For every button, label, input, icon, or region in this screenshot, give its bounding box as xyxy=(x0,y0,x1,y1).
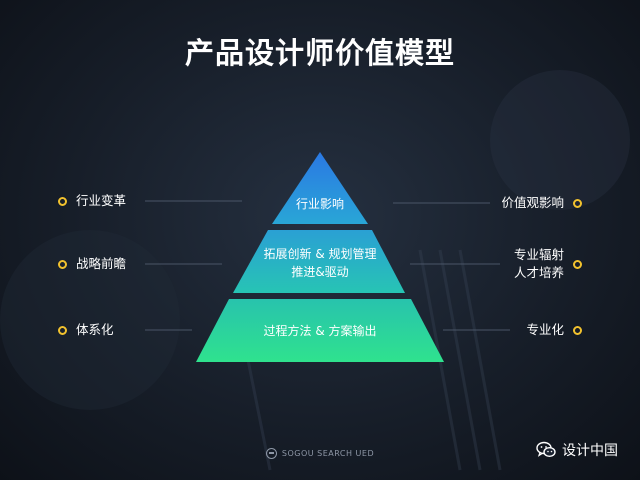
pyramid-tier-2 xyxy=(233,230,405,293)
left-label-text: 战略前瞻 xyxy=(76,256,127,271)
right-label-1: 价值观影响 xyxy=(501,194,582,212)
tier-1-label: 行业影响 xyxy=(296,196,344,211)
right-label-3: 专业化 xyxy=(526,321,582,339)
tier-2-label-line-1: 拓展创新 & 规划管理 xyxy=(264,246,377,261)
pyramid-tier-1 xyxy=(272,152,368,224)
sogou-logo-icon xyxy=(265,448,277,459)
watermark-text: 设计中国 xyxy=(562,443,618,459)
left-label-text: 行业变革 xyxy=(76,193,127,208)
tier-3-label: 过程方法 & 方案输出 xyxy=(264,323,377,338)
wechat-icon xyxy=(536,441,556,458)
right-label-2: 专业辐射 人才培养 xyxy=(514,246,582,282)
watermark: 设计中国 xyxy=(536,440,618,460)
left-label-2: 战略前瞻 xyxy=(58,255,126,273)
bullet-dot-icon xyxy=(573,325,582,335)
left-label-1: 行业变革 xyxy=(58,192,126,210)
right-label-text-line-1: 专业辐射 xyxy=(513,247,564,262)
pyramid-tier-3 xyxy=(196,299,444,362)
bullet-dot-icon xyxy=(573,198,582,208)
bullet-dot-icon xyxy=(58,259,67,269)
left-label-text: 体系化 xyxy=(76,322,114,337)
left-label-3: 体系化 xyxy=(58,321,114,339)
right-label-text: 专业化 xyxy=(526,322,564,337)
right-label-text: 价值观影响 xyxy=(501,195,564,210)
footer-logo-text: SOGOU SEARCH UED xyxy=(281,449,375,458)
footer-logo: SOGOU SEARCH UED xyxy=(0,448,640,459)
page-title: 产品设计师价值模型 xyxy=(184,36,455,70)
bullet-dot-icon xyxy=(58,196,67,206)
bullet-dot-icon xyxy=(573,259,582,269)
tier-2-label-line-2: 推进&驱动 xyxy=(291,265,348,279)
bullet-dot-icon xyxy=(58,325,67,335)
right-label-text-line-2: 人才培养 xyxy=(513,265,564,280)
